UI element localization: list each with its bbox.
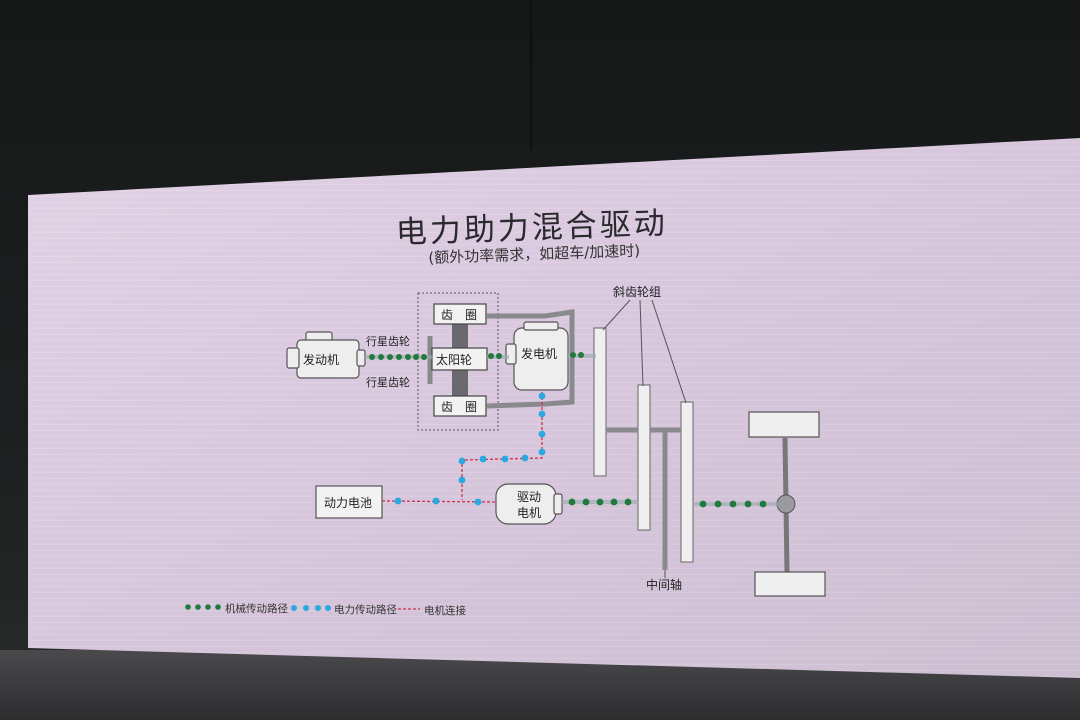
drive-motor-label-line1: 驱动 — [517, 490, 542, 504]
legend-electrical-label: 电力传动路径 — [334, 604, 397, 616]
intermediate-shaft-label: 中间轴 — [646, 578, 683, 592]
generator-shape — [505, 321, 569, 391]
helical-gearset — [593, 327, 694, 563]
ring-gear-bottom-label: 齿 圈 — [441, 400, 478, 414]
battery-label: 动力电池 — [324, 496, 373, 510]
engine-label: 发动机 — [303, 353, 340, 367]
screen-scanlines — [28, 138, 1080, 678]
drive-motor-shape — [495, 483, 563, 525]
helical-gearset-label: 斜齿轮组 — [613, 285, 662, 299]
sun-gear-label: 太阳轮 — [436, 353, 473, 367]
wheel-axle — [748, 411, 826, 597]
engine-block — [286, 331, 366, 379]
gearset-connectors — [606, 427, 681, 570]
planet-gear-top-label: 行星齿轮 — [366, 335, 410, 348]
legend-mechanical-label: 机械传动路径 — [225, 603, 288, 615]
planet-gear-bottom-label: 行星齿轮 — [366, 376, 410, 389]
legend-motor-connection-label: 电机连接 — [424, 605, 466, 617]
battery-box — [315, 485, 383, 519]
planetary-gear-box — [417, 292, 499, 431]
ring-gear-top-box — [433, 303, 487, 325]
legend-mechanical-swatch — [185, 604, 221, 610]
wall-seam — [530, 0, 532, 150]
mechanical-path-arrows — [369, 352, 767, 508]
generator-label: 发电机 — [521, 347, 558, 361]
drive-motor-label-line2: 电机 — [517, 506, 542, 520]
ring-gear-top-label: 齿 圈 — [441, 308, 478, 322]
electrical-path — [394, 392, 546, 506]
callout-lines — [602, 299, 687, 578]
ring-gear-bottom-box — [433, 395, 487, 417]
legend-electrical-swatch — [291, 605, 331, 611]
